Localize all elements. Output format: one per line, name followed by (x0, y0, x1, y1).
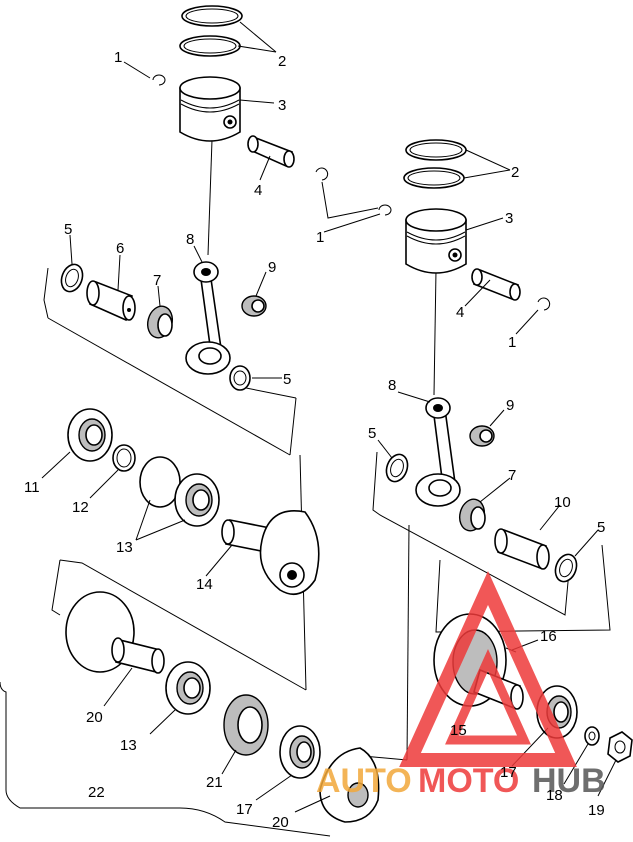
part-label: 6 (116, 240, 124, 257)
part-label: 7 (508, 467, 516, 484)
part-label: 13 (120, 737, 137, 754)
part-label: 1 (508, 334, 516, 351)
part-label: 2 (511, 164, 519, 181)
part-labels: 1 2 3 4 1 2 3 4 1 5 6 7 8 9 5 8 9 5 7 10… (24, 49, 605, 831)
thrust-washer-5d (554, 553, 578, 583)
part-label: 20 (272, 814, 289, 831)
part-label: 22 (88, 784, 105, 801)
nut-19 (607, 731, 633, 763)
output-shaft-group (0, 591, 380, 837)
part-label: 21 (206, 774, 223, 791)
circlip-left-2 (315, 167, 329, 181)
part-label: 4 (254, 182, 262, 199)
part-label: 10 (554, 494, 571, 511)
part-label: 19 (588, 802, 605, 819)
part-label: 3 (278, 97, 286, 114)
snap-ring-13 (139, 456, 181, 508)
part-label: 8 (388, 377, 396, 394)
part-label: 5 (597, 519, 605, 536)
part-label: 18 (546, 787, 563, 804)
seal-ring-12 (112, 444, 136, 472)
part-label: 15 (450, 722, 467, 739)
conrod-group-left (60, 261, 267, 391)
part-label: 20 (86, 709, 103, 726)
part-label: 9 (268, 259, 276, 276)
part-label: 5 (64, 221, 72, 238)
watermark-logo: AUTO MOTO HUB (316, 571, 606, 800)
piston-assembly-right (378, 139, 551, 311)
part-label: 12 (72, 499, 89, 516)
thrust-washer-5a (60, 263, 84, 293)
part-label: 8 (186, 231, 194, 248)
part-label: 5 (283, 371, 291, 388)
piston-assembly-left (152, 5, 329, 181)
part-label: 4 (456, 304, 464, 321)
watermark-text-auto: AUTO (316, 762, 412, 800)
washer-18 (584, 726, 600, 746)
part-label: 17 (236, 801, 253, 818)
part-label: 2 (278, 53, 286, 70)
thrust-washer-5b (229, 365, 251, 391)
circlip-right-2 (537, 297, 551, 311)
part-label: 14 (196, 576, 213, 593)
thrust-washer-5c (385, 453, 409, 483)
circlip-left (152, 74, 166, 86)
part-label: 16 (540, 628, 557, 645)
watermark-text-hub: HUB (532, 762, 606, 800)
part-label: 1 (114, 49, 122, 66)
piston-ring-top-left (181, 5, 243, 27)
part-label: 7 (153, 272, 161, 289)
part-label: 17 (500, 764, 517, 781)
conrod-group-right (385, 397, 578, 583)
part-label: 3 (505, 210, 513, 227)
part-label: 13 (116, 539, 133, 556)
part-label: 5 (368, 425, 376, 442)
part-label: 11 (24, 479, 40, 496)
watermark-text-moto: MOTO (418, 762, 519, 800)
circlip-right (378, 204, 392, 216)
part-label: 1 (316, 229, 324, 246)
part-label: 9 (506, 397, 514, 414)
crank-half-left (67, 408, 320, 596)
